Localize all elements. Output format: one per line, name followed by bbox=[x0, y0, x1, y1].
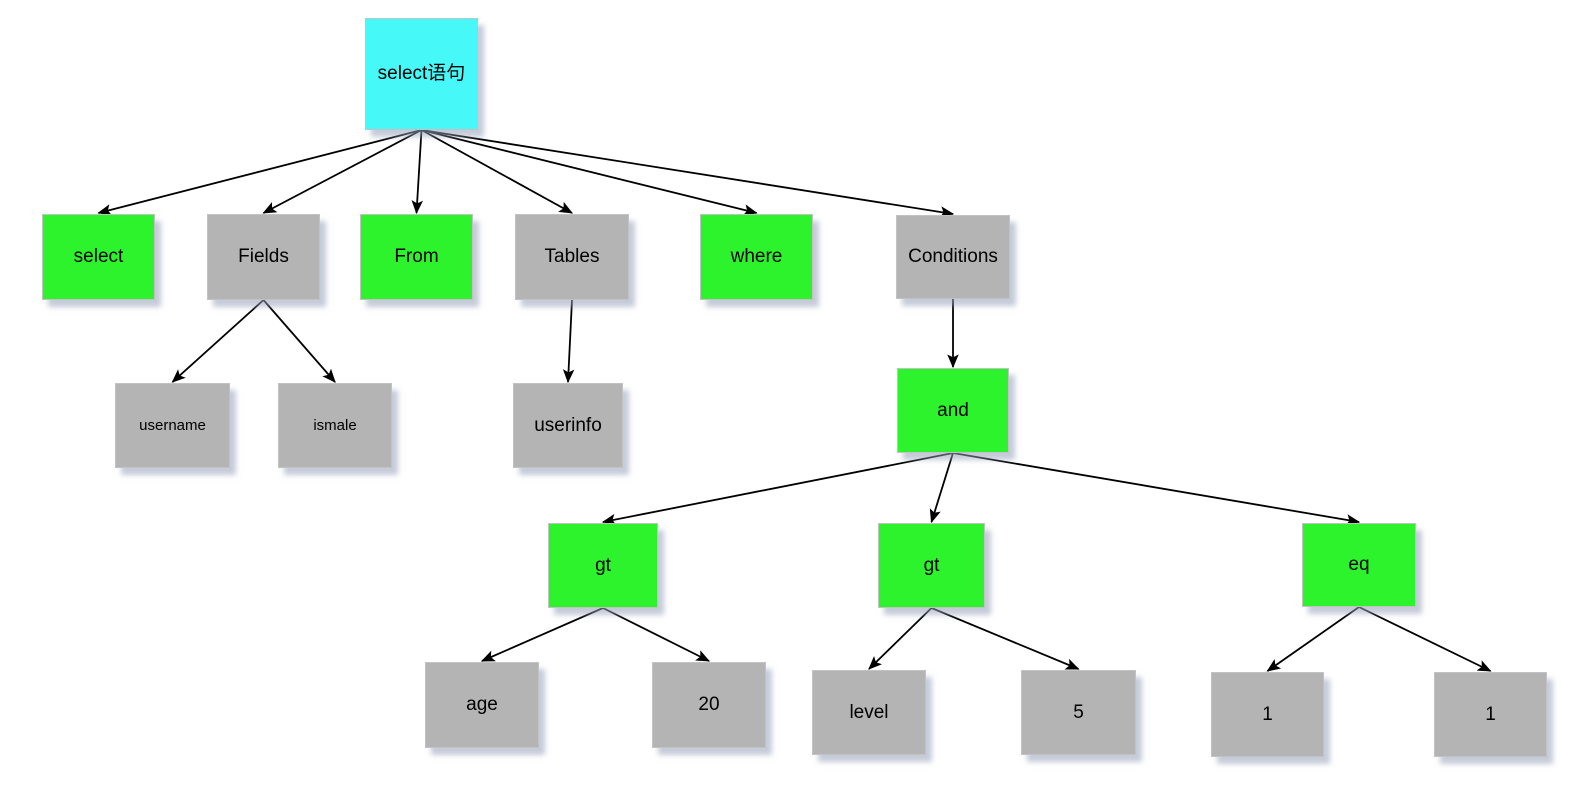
tree-edge-gt1-age bbox=[480, 607, 604, 662]
tree-node-label: From bbox=[394, 246, 439, 268]
tree-node-label: Fields bbox=[238, 246, 289, 268]
tree-edge-fields-username bbox=[171, 299, 265, 383]
tree-node-gt2[interactable]: gt bbox=[878, 523, 985, 608]
tree-node-level[interactable]: level bbox=[812, 670, 926, 755]
tree-node-label: select语句 bbox=[377, 63, 466, 85]
tree-edge-root-from bbox=[411, 129, 424, 215]
tree-node-where[interactable]: where bbox=[700, 214, 813, 300]
tree-edge-and-eq bbox=[952, 452, 1361, 526]
tree-node-label: select bbox=[73, 246, 124, 268]
tree-edge-and-gt2 bbox=[929, 452, 954, 524]
tree-node-label: 1 bbox=[1262, 703, 1273, 725]
tree-edge-gt2-val5 bbox=[931, 607, 1080, 670]
tree-node-gt1[interactable]: gt bbox=[548, 523, 658, 608]
tree-node-label: Conditions bbox=[908, 246, 998, 268]
tree-node-age[interactable]: age bbox=[425, 662, 539, 748]
tree-node-label: 20 bbox=[698, 694, 720, 716]
tree-node-and[interactable]: and bbox=[897, 368, 1009, 453]
tree-node-val20[interactable]: 20 bbox=[652, 662, 766, 748]
tree-node-label: level bbox=[849, 701, 889, 723]
tree-node-val1a[interactable]: 1 bbox=[1211, 672, 1324, 757]
tree-edge-root-conditions bbox=[421, 129, 955, 218]
tree-node-label: 5 bbox=[1073, 701, 1084, 723]
tree-node-label: gt bbox=[923, 554, 940, 576]
tree-node-label: username bbox=[139, 416, 206, 434]
tree-node-fields[interactable]: Fields bbox=[207, 214, 320, 300]
tree-node-select[interactable]: select bbox=[42, 214, 155, 300]
tree-edge-root-tables bbox=[421, 129, 574, 214]
tree-node-label: ismale bbox=[313, 416, 357, 434]
tree-node-root[interactable]: select语句 bbox=[365, 18, 478, 130]
tree-edge-root-select bbox=[97, 129, 422, 216]
tree-node-label: userinfo bbox=[534, 414, 602, 436]
tree-node-val1b[interactable]: 1 bbox=[1434, 672, 1547, 757]
tree-node-label: age bbox=[466, 694, 498, 716]
tree-edge-gt2-level bbox=[868, 607, 933, 670]
tree-node-label: eq bbox=[1348, 554, 1370, 576]
tree-node-ismale[interactable]: ismale bbox=[278, 383, 392, 468]
tree-node-username[interactable]: username bbox=[115, 383, 230, 468]
tree-node-eq[interactable]: eq bbox=[1302, 523, 1416, 607]
tree-node-label: Tables bbox=[544, 246, 600, 268]
tree-edge-fields-ismale bbox=[262, 299, 336, 383]
tree-node-label: gt bbox=[595, 554, 611, 576]
tree-node-label: where bbox=[730, 246, 783, 268]
tree-node-val5[interactable]: 5 bbox=[1021, 670, 1136, 755]
tree-node-tables[interactable]: Tables bbox=[515, 214, 629, 300]
tree-node-from[interactable]: From bbox=[360, 214, 473, 300]
tree-edge-root-where bbox=[421, 129, 758, 216]
tree-node-label: and bbox=[937, 399, 969, 421]
tree-node-label: 1 bbox=[1485, 703, 1496, 725]
tree-edge-tables-userinfo bbox=[562, 299, 575, 384]
tree-node-conditions[interactable]: Conditions bbox=[896, 215, 1010, 299]
tree-node-userinfo[interactable]: userinfo bbox=[513, 383, 623, 468]
tree-edge-gt1-val20 bbox=[602, 607, 711, 662]
tree-edge-root-fields bbox=[262, 129, 422, 214]
tree-edge-eq-val1a bbox=[1266, 606, 1360, 672]
tree-edge-and-gt1 bbox=[601, 452, 954, 526]
tree-edge-eq-val1b bbox=[1358, 606, 1492, 672]
